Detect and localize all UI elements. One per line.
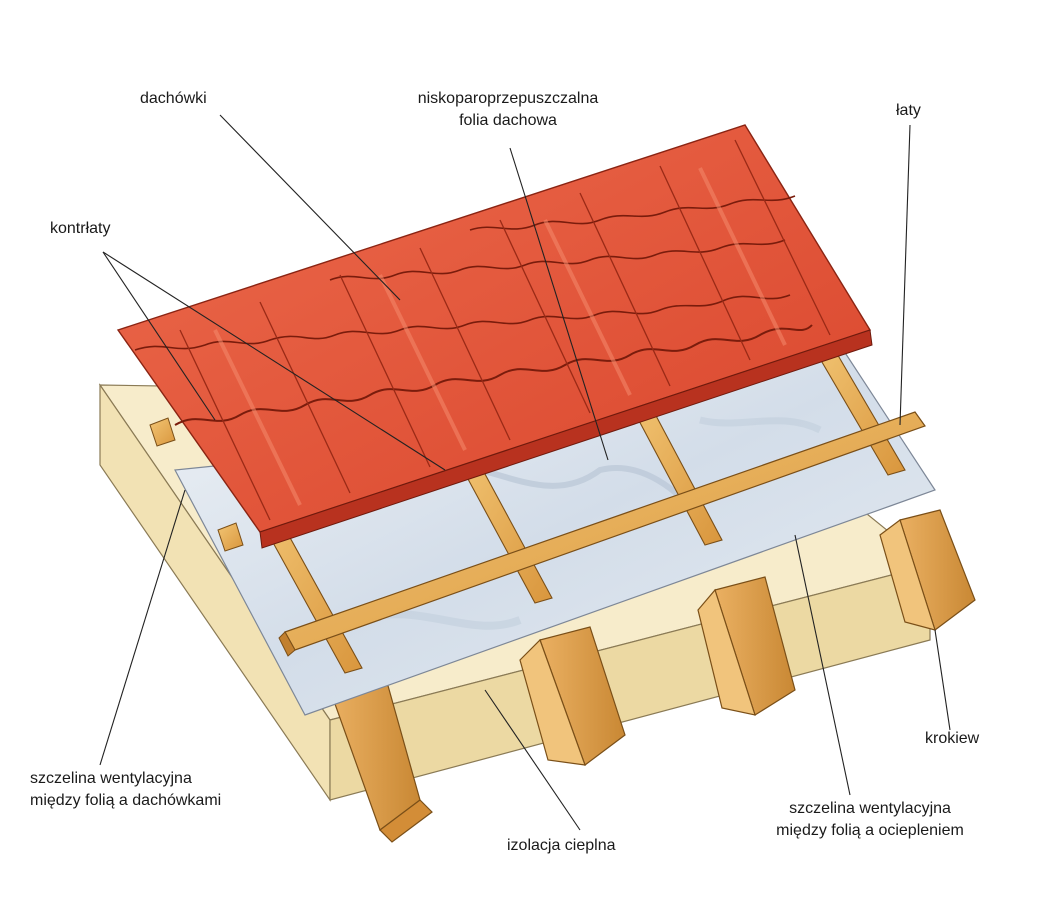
rafters (329, 509, 976, 843)
label-counter-battens: kontrłaty (50, 218, 110, 240)
battens (149, 411, 926, 657)
label-rafter-text: krokiew (925, 730, 980, 747)
rafter-1 (329, 674, 433, 843)
label-insulation: izolacja cieplna (507, 835, 616, 857)
label-vent-gap-tiles: szczelina wentylacyjna między folią a da… (30, 768, 221, 812)
label-rafter: krokiew (925, 728, 979, 750)
label-battens-text: łaty (896, 102, 921, 119)
label-vent-gap-tiles-line-1: szczelina wentylacyjna (30, 770, 192, 787)
label-insulation-text: izolacja cieplna (507, 837, 616, 854)
label-battens: łaty (896, 100, 921, 122)
rafter-2 (519, 626, 626, 766)
label-counter-battens-text: kontrłaty (50, 220, 111, 237)
leader-lines (99, 114, 951, 831)
label-vent-gap-tiles-line-2: między folią a dachówkami (30, 792, 222, 809)
label-membrane-line-1: niskoparoprzepuszczalna (417, 90, 599, 107)
label-vent-gap-insulation-line-1: szczelina wentylacyjna (789, 800, 951, 817)
label-roof-tiles-text: dachówki (140, 90, 207, 107)
rafter-4 (879, 509, 976, 631)
rafter-3 (697, 576, 796, 716)
roof-tiles (116, 124, 873, 549)
label-membrane-line-2: folia dachowa (459, 112, 557, 129)
label-vent-gap-insulation: szczelina wentylacyjna między folią a oc… (735, 798, 1005, 842)
label-vent-gap-insulation-line-2: między folią a ociepleniem (776, 822, 964, 839)
label-membrane: niskoparoprzepuszczalna folia dachowa (378, 88, 638, 132)
label-roof-tiles: dachówki (140, 88, 207, 110)
